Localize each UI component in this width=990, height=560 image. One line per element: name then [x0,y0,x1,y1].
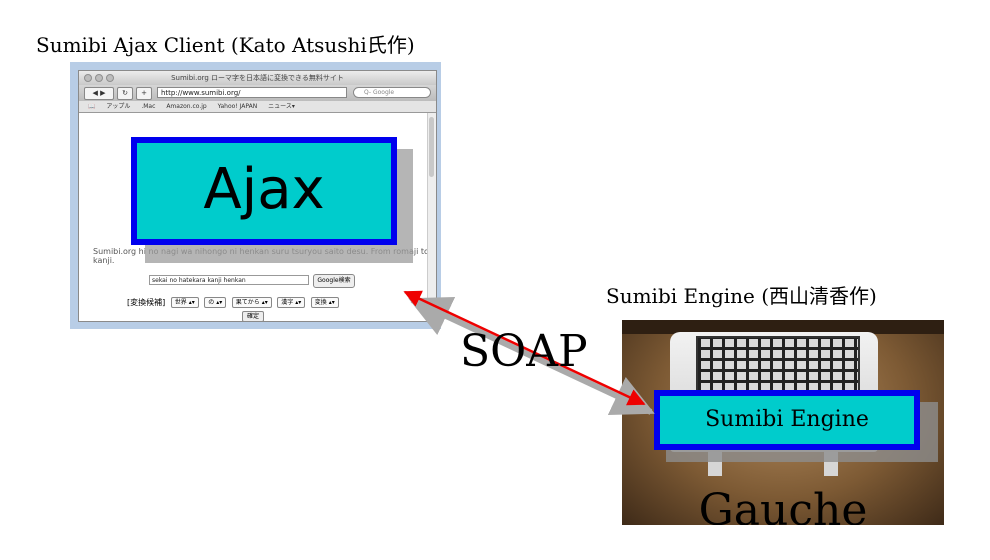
zoom-window-icon[interactable] [106,74,114,82]
conversion-candidates: [変換候補] 世界 ▴▾ の ▴▾ 果てから ▴▾ 漢字 ▴▾ 変換 ▴▾ [127,297,339,309]
google-search-button[interactable]: Google検索 [313,274,355,288]
ajax-label-box: Ajax [131,137,397,245]
romaji-query-input[interactable]: sekai no hatekara kanji henkan [149,275,309,285]
client-caption: Sumibi Ajax Client (Kato Atsushi氏作) [36,33,415,57]
candidate-select[interactable]: 世界 ▴▾ [170,297,199,308]
reload-icon[interactable]: ↻ [117,87,133,100]
bookmark-item[interactable]: ニュース▾ [268,103,295,110]
bookmark-item[interactable]: アップル [106,103,131,110]
browser-toolbar: ◀ ▶ ↻ + http://www.sumibi.org/ Q- Google [79,85,436,101]
bookmarks-book-icon[interactable]: 📖 [88,103,96,110]
browser-titlebar: Sumibi.org ローマ字を日本語に変換できる無料サイト [79,71,436,85]
engine-label-box: Sumibi Engine [654,390,920,450]
bookmark-item[interactable]: .Mac [141,103,156,110]
page-scrollbar[interactable] [427,113,436,321]
scroll-thumb[interactable] [429,117,434,177]
candidates-label: [変換候補] [127,298,166,307]
bookmark-item[interactable]: Amazon.co.jp [166,103,207,110]
bookmark-item[interactable]: Yahoo! JAPAN [217,103,258,110]
back-forward-button[interactable]: ◀ ▶ [84,87,114,100]
gauche-label: Gauche [698,485,868,526]
soap-label: SOAP [460,326,588,377]
confirm-button[interactable]: 確定 [242,311,264,321]
candidate-select[interactable]: 漢字 ▴▾ [277,297,306,308]
photo-background [622,320,944,334]
candidate-select[interactable]: 変換 ▴▾ [310,297,339,308]
bookmarks-bar: 📖 アップル .Mac Amazon.co.jp Yahoo! JAPAN ニュ… [79,101,436,113]
client-screenshot: Sumibi.org ローマ字を日本語に変換できる無料サイト ◀ ▶ ↻ + h… [70,62,441,329]
engine-photo: Sumibi Engine Gauche [622,320,944,525]
minimize-window-icon[interactable] [95,74,103,82]
close-window-icon[interactable] [84,74,92,82]
browser-window-title: Sumibi.org ローマ字を日本語に変換できる無料サイト [171,74,344,82]
candidate-select[interactable]: の ▴▾ [204,297,227,308]
candidate-select[interactable]: 果てから ▴▾ [231,297,272,308]
double-headed-arrow [403,290,646,406]
browser-search-field[interactable]: Q- Google [353,87,431,98]
grill-grate [696,336,860,396]
add-bookmark-icon[interactable]: + [136,87,152,100]
address-bar[interactable]: http://www.sumibi.org/ [157,87,347,98]
browser-window: Sumibi.org ローマ字を日本語に変換できる無料サイト ◀ ▶ ↻ + h… [78,70,437,322]
